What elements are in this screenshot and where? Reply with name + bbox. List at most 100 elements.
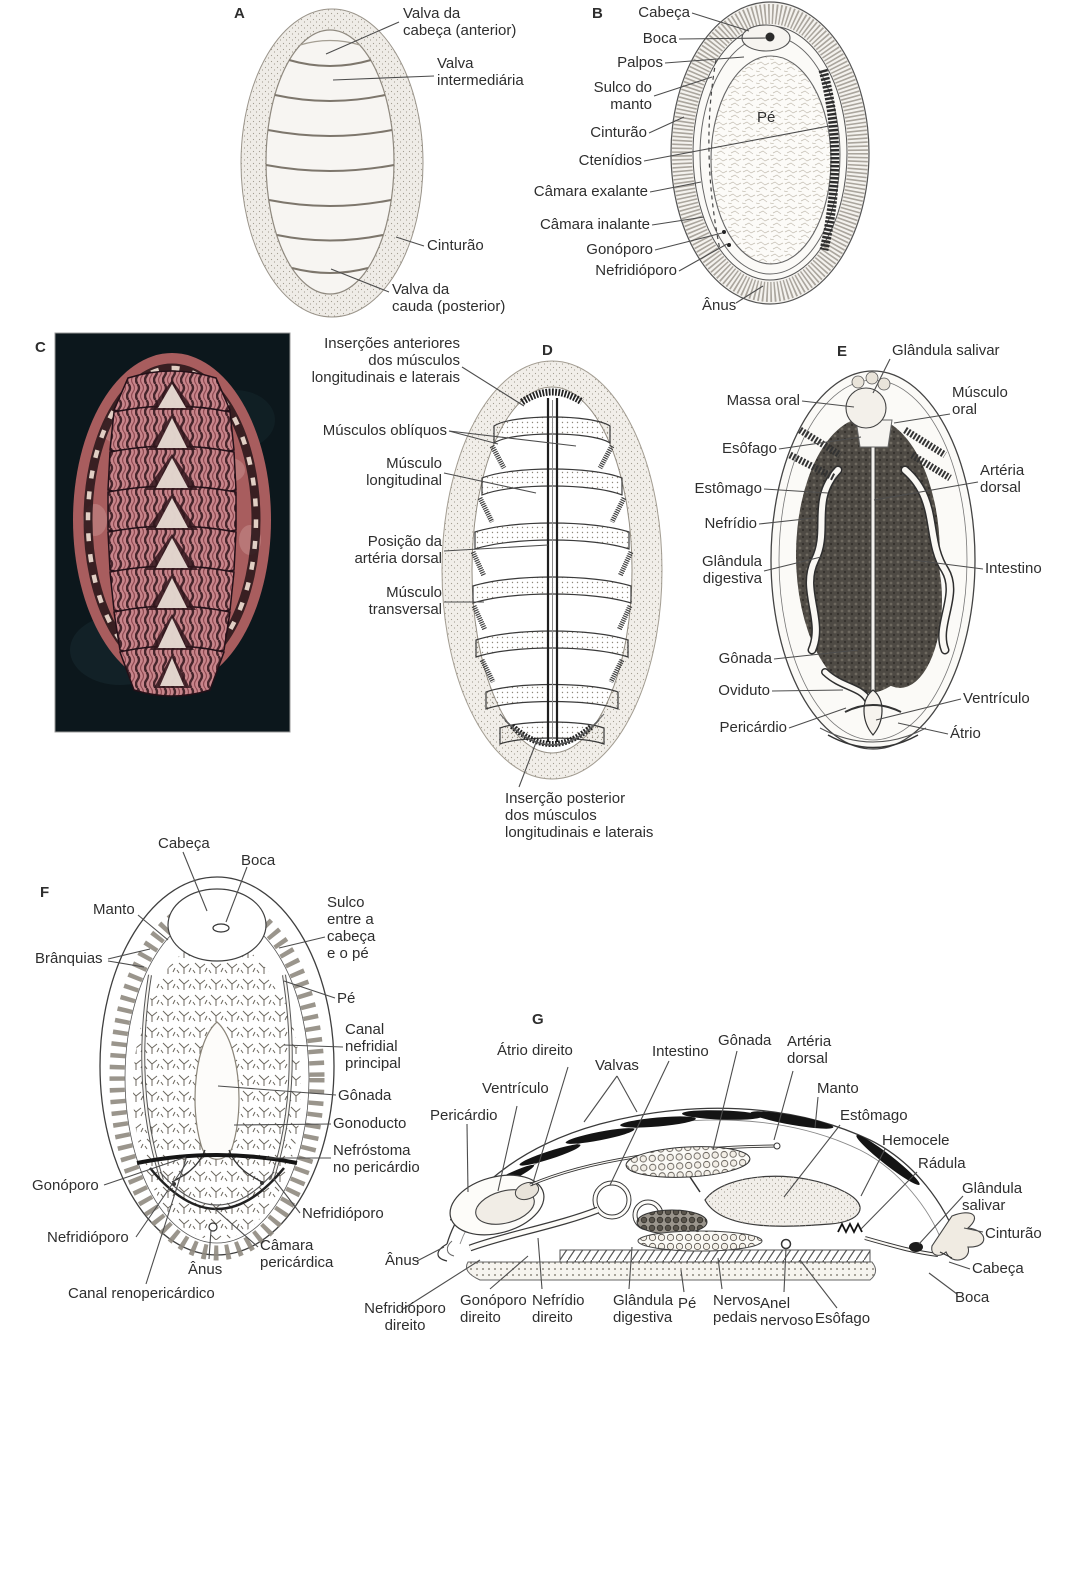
leader-line-massa-oral (801, 400, 855, 408)
leader-line-valva-intermediaria (332, 75, 435, 81)
leader-line-estomago (763, 488, 829, 494)
leader-line-oviduto (771, 689, 844, 692)
leader-line-anus (735, 285, 764, 304)
leader-line-esofago (778, 436, 862, 450)
leader-line-musculos-obliquos (448, 430, 577, 447)
leader-line-branquias (107, 948, 151, 960)
leader-line-valvas (616, 1075, 638, 1113)
anus (208, 1222, 218, 1232)
anus-tube (446, 1240, 455, 1257)
leader-line-gonoporo (103, 1156, 187, 1186)
leader-line-insercoes-anteriores-dos-musculos-longitudinais-e-laterais (461, 366, 525, 407)
salivary-gland (909, 1242, 923, 1252)
valve-region (265, 29, 395, 295)
visceral-mass-2 (858, 512, 942, 688)
leader-line-cabeca (948, 1261, 971, 1270)
leader-line-cinturao (963, 1227, 984, 1233)
leader-line-glandula-digestiva (763, 556, 822, 572)
leader-line-arteria-dorsal (873, 481, 979, 501)
leader-line-atrio (897, 722, 949, 735)
leader-line-manto (137, 914, 169, 941)
leader-line-camara-inalante (651, 216, 705, 226)
leader-line-gonoporo (654, 232, 723, 251)
leader-lines (103, 12, 984, 1310)
gonoduct (689, 1176, 701, 1193)
nerve-ring (780, 1238, 792, 1250)
leader-line-nefridioporo (272, 1177, 301, 1214)
leader-line-intestino (912, 559, 984, 570)
girdle-texture (672, 4, 868, 302)
pedal-nerve-strip (559, 1249, 871, 1263)
panel-f-drawing (99, 876, 335, 1261)
leader-line-sulco-do-manto (653, 76, 713, 97)
leader-line-cabeca (691, 12, 750, 32)
mouth (939, 1251, 953, 1259)
panel-g-drawing (437, 1107, 985, 1281)
leader-line-camara-pericardica (213, 1207, 259, 1248)
leader-line-nervos-pedais (717, 1257, 723, 1290)
valve-sutures (265, 59, 395, 274)
digestive-gland-lobe (637, 1230, 763, 1252)
pericardial-chamber (149, 1167, 285, 1211)
leader-line-radula (860, 1171, 918, 1230)
oral-mass (845, 387, 887, 429)
leader-line-palpos (664, 56, 745, 64)
panel-a-drawing (240, 8, 424, 318)
panel-d-drawing (441, 360, 663, 780)
oblique-muscles (470, 444, 634, 684)
leader-line-valva-da-cauda-posterior (330, 268, 390, 293)
stomach-stipple (705, 1176, 861, 1227)
leader-line-sulco-entre-a-cabeca-e-o-pe (278, 936, 326, 949)
gonopore-dot (722, 230, 726, 234)
nephridiopore-dot (727, 243, 731, 247)
foot (466, 1261, 876, 1281)
leader-line-glandula-digestiva (628, 1246, 633, 1290)
longitudinal-muscle-and-aorta (546, 398, 559, 742)
leader-line-glandula-salivar (872, 358, 891, 394)
leader-line-posicao-da-arteria-dorsal (443, 544, 549, 552)
leader-line-atrio-direito (531, 1066, 569, 1187)
pericardial-band (136, 1153, 298, 1165)
anterior-insertion (520, 388, 584, 405)
leader-line-gonada (773, 649, 859, 660)
leader-line-pericardio (788, 707, 847, 729)
leader-line-ventriculo (497, 1105, 518, 1192)
leader-line-gonada (712, 1050, 738, 1151)
foot (710, 55, 832, 265)
leader-line-pe (283, 980, 336, 999)
gonad (625, 1146, 751, 1178)
leader-line-ventriculo (875, 698, 962, 721)
radula (837, 1221, 863, 1235)
ventricle (863, 689, 883, 736)
leader-line-canal-nefridial-principal (283, 1044, 344, 1048)
esophagus (864, 1236, 939, 1257)
dorsal-artery (870, 424, 876, 718)
leader-line-musculo-oral (893, 413, 951, 424)
leader-line-branquias (107, 960, 145, 968)
leader-line-estomago (783, 1124, 841, 1198)
digestive-gland (636, 1209, 708, 1235)
leader-line-boca (225, 866, 248, 923)
leader-line-nefridioporo-direito (402, 1259, 481, 1310)
nephridiopore-dot (260, 1181, 264, 1185)
leader-line-insercao-posterior-dos-musculos-longitudinais-e-laterais (518, 739, 538, 788)
leader-line-anus (416, 1246, 445, 1262)
leader-line-manto (814, 1096, 819, 1129)
leader-line-camara-exalante (649, 181, 702, 193)
posterior-arc-2 (499, 713, 605, 745)
leader-line-anus (208, 1229, 212, 1260)
leader-line-valva-da-cabeca-anterior (325, 21, 400, 55)
leader-line-gonoducto (233, 1123, 332, 1126)
pericardium-arc-2 (819, 727, 927, 743)
leader-line-nefridio-direito (537, 1237, 543, 1290)
leader-line-cinturao (648, 116, 685, 134)
leader-line-musculo-longitudinal (443, 472, 537, 494)
leader-line-anel-nervoso (783, 1247, 787, 1293)
leader-line-valvas (583, 1075, 618, 1123)
mouth (212, 923, 230, 933)
panel-c-photo (54, 332, 291, 733)
leader-line-gonoporo-direito (489, 1255, 529, 1290)
leader-line-ctenidios (643, 125, 830, 162)
